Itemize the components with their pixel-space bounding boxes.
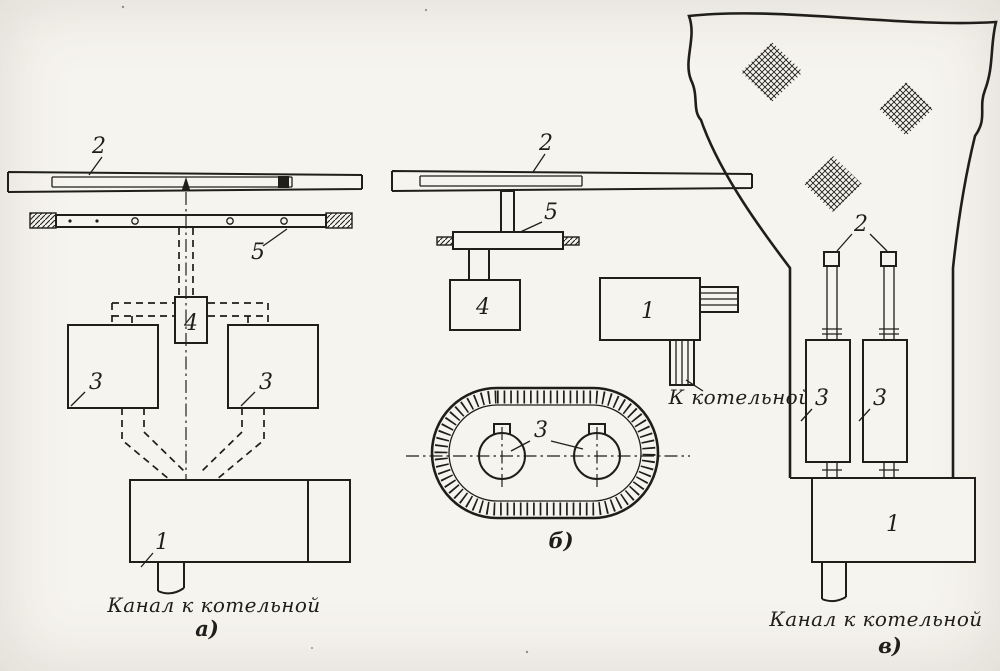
furnace-outline xyxy=(687,12,998,478)
hole-dot xyxy=(68,219,72,223)
oval-rim-hatching xyxy=(434,390,656,516)
cyclone-right xyxy=(227,324,319,409)
feeder-box xyxy=(449,279,521,331)
part-number-3: 3 xyxy=(815,386,829,411)
refractory-patch xyxy=(879,82,933,136)
leader-tick xyxy=(240,391,256,407)
hole xyxy=(131,217,139,225)
cyclone-right xyxy=(862,339,908,463)
pipe-casing xyxy=(51,176,293,188)
part-number-4: 4 xyxy=(475,295,490,320)
part-number-3: 3 xyxy=(534,418,548,443)
drop-pipes xyxy=(826,266,895,340)
leader-tick xyxy=(140,552,154,568)
label-5: 5 xyxy=(515,200,558,235)
fan-motor-grille xyxy=(699,286,739,313)
oval-outer-wall xyxy=(430,386,660,520)
stub-hatch xyxy=(675,340,689,385)
feeder-stem xyxy=(468,248,490,281)
fan-box xyxy=(129,479,351,563)
part-number-2: 2 xyxy=(91,134,106,159)
oval-inner-wall xyxy=(448,404,642,502)
collector-duct xyxy=(121,408,265,481)
boiler-duct-stub xyxy=(669,339,695,386)
leader-line xyxy=(262,228,288,247)
boiler-note: К котельной xyxy=(668,385,812,409)
part-number-1: 1 xyxy=(886,512,900,537)
casing-end-block xyxy=(278,176,289,188)
centerline-vertical xyxy=(501,427,598,487)
leader-line xyxy=(685,379,704,392)
scan-speckle xyxy=(525,650,529,654)
label-3: 3 xyxy=(510,418,584,452)
pipe-outline xyxy=(391,170,753,192)
part-number-1: 1 xyxy=(155,530,169,555)
feed-valve-left xyxy=(823,251,840,267)
leader-line xyxy=(510,440,584,452)
scan-speckle xyxy=(121,5,125,9)
grille-slats xyxy=(700,292,738,306)
part-number-2: 2 xyxy=(538,131,553,156)
label-2: 2 xyxy=(836,212,888,252)
outlet-stub xyxy=(157,562,185,595)
part-number-4: 4 xyxy=(183,311,198,336)
refractory-patch xyxy=(804,156,862,212)
bar-end-right xyxy=(562,236,580,246)
label-boiler: К котельной xyxy=(668,379,812,409)
label-5: 5 xyxy=(251,228,288,265)
screen-bar xyxy=(29,212,353,229)
screen-bar xyxy=(452,231,564,250)
view-v-boiler-front: 2 3 3 1 Канал к котельной в) xyxy=(687,12,998,658)
bar-end-left xyxy=(29,212,57,229)
bar-end-left xyxy=(436,236,454,246)
cyclone-plan-oval xyxy=(406,386,690,520)
hole xyxy=(226,217,234,225)
feed-valve-right xyxy=(880,251,897,267)
refractory-patch xyxy=(741,42,803,102)
view-caption-a: а) xyxy=(195,616,219,641)
label-2: 2 xyxy=(88,134,106,176)
part-number-3: 3 xyxy=(89,370,103,395)
flow-arrowhead xyxy=(181,177,191,191)
leader-line xyxy=(532,153,546,173)
pipe-flanges xyxy=(822,328,899,335)
leader-tick xyxy=(800,408,813,422)
label-2: 2 xyxy=(532,131,553,173)
part-number-1: 1 xyxy=(641,299,655,324)
channel-note: Канал к котельной xyxy=(768,607,982,631)
leader-line xyxy=(836,233,888,252)
part-number-5: 5 xyxy=(251,240,265,265)
hole-dot xyxy=(95,219,99,223)
leader-line xyxy=(88,156,103,176)
cyclone-left xyxy=(805,339,851,463)
part-number-3: 3 xyxy=(873,386,887,411)
conveyor-pipe xyxy=(391,170,753,192)
outlet-stub xyxy=(821,562,847,603)
hanger-stem xyxy=(500,190,515,233)
feeder-box xyxy=(174,296,208,344)
hole xyxy=(280,217,288,225)
view-a-elevation: 2 5 4 3 3 1 xyxy=(7,134,363,641)
bar-end-right xyxy=(325,212,353,229)
fan-box xyxy=(811,477,976,563)
view-caption-b: б) xyxy=(548,528,573,553)
scan-speckle xyxy=(311,647,313,649)
view-caption-v: в) xyxy=(878,633,902,658)
leader-tick xyxy=(70,391,86,407)
view-b-elevation-plan: 2 5 4 1 К котельной xyxy=(391,131,812,553)
pipe-casing xyxy=(419,175,583,187)
leader-tick xyxy=(858,408,871,422)
part-number-2: 2 xyxy=(853,212,868,237)
part-number-3: 3 xyxy=(259,370,273,395)
channel-note: Канал к котельной xyxy=(106,593,320,617)
scan-speckle xyxy=(424,8,428,12)
part-number-5: 5 xyxy=(544,200,558,225)
